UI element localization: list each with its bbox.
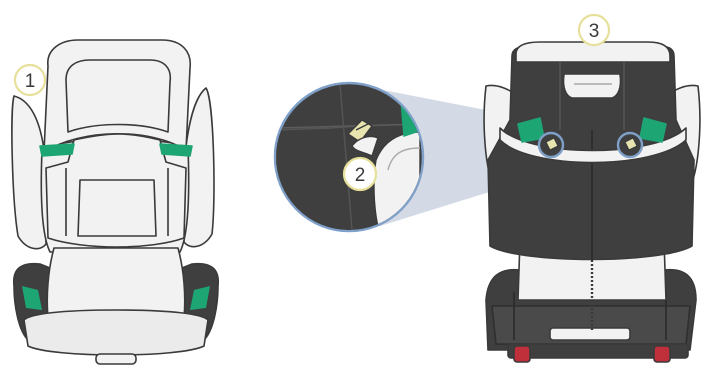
callout-ring: [342, 156, 378, 192]
base-bar: [507, 343, 689, 359]
back-panel-inner: [77, 179, 157, 237]
callout-ring: [577, 13, 611, 47]
seat-front: [23, 309, 209, 356]
callout-3-number: 3: [589, 21, 600, 42]
right-armrest-green: [190, 286, 210, 310]
headrest-inner: [65, 59, 172, 133]
isofix-left-lever: [513, 345, 531, 363]
right-belt-guide: [639, 117, 667, 143]
headrest: [43, 39, 191, 153]
callout-2-number: 2: [355, 165, 366, 186]
base-label-panel: [549, 327, 631, 341]
car-seat-back-view: [483, 41, 701, 363]
callout-1: 1: [13, 63, 47, 97]
callout-2: 2: [342, 156, 378, 192]
callout-3: 3: [577, 13, 611, 47]
callout-ring: [13, 63, 47, 97]
right-side-wing: [183, 87, 215, 248]
left-belt-guide: [39, 143, 75, 157]
car-seat-front-view: [11, 39, 219, 365]
headrest-handle: [562, 73, 622, 99]
isofix-zoom-detail: [273, 81, 425, 233]
right-belt-guide: [159, 143, 193, 157]
left-side-wing: [11, 95, 47, 250]
seat-cushion: [46, 247, 186, 319]
headrest-top: [515, 41, 671, 63]
back-panel: [45, 133, 187, 248]
front-handle: [95, 353, 137, 365]
left-armrest-green: [22, 286, 42, 310]
callout-1-number: 1: [25, 71, 36, 92]
isofix-right-lever: [653, 345, 671, 363]
